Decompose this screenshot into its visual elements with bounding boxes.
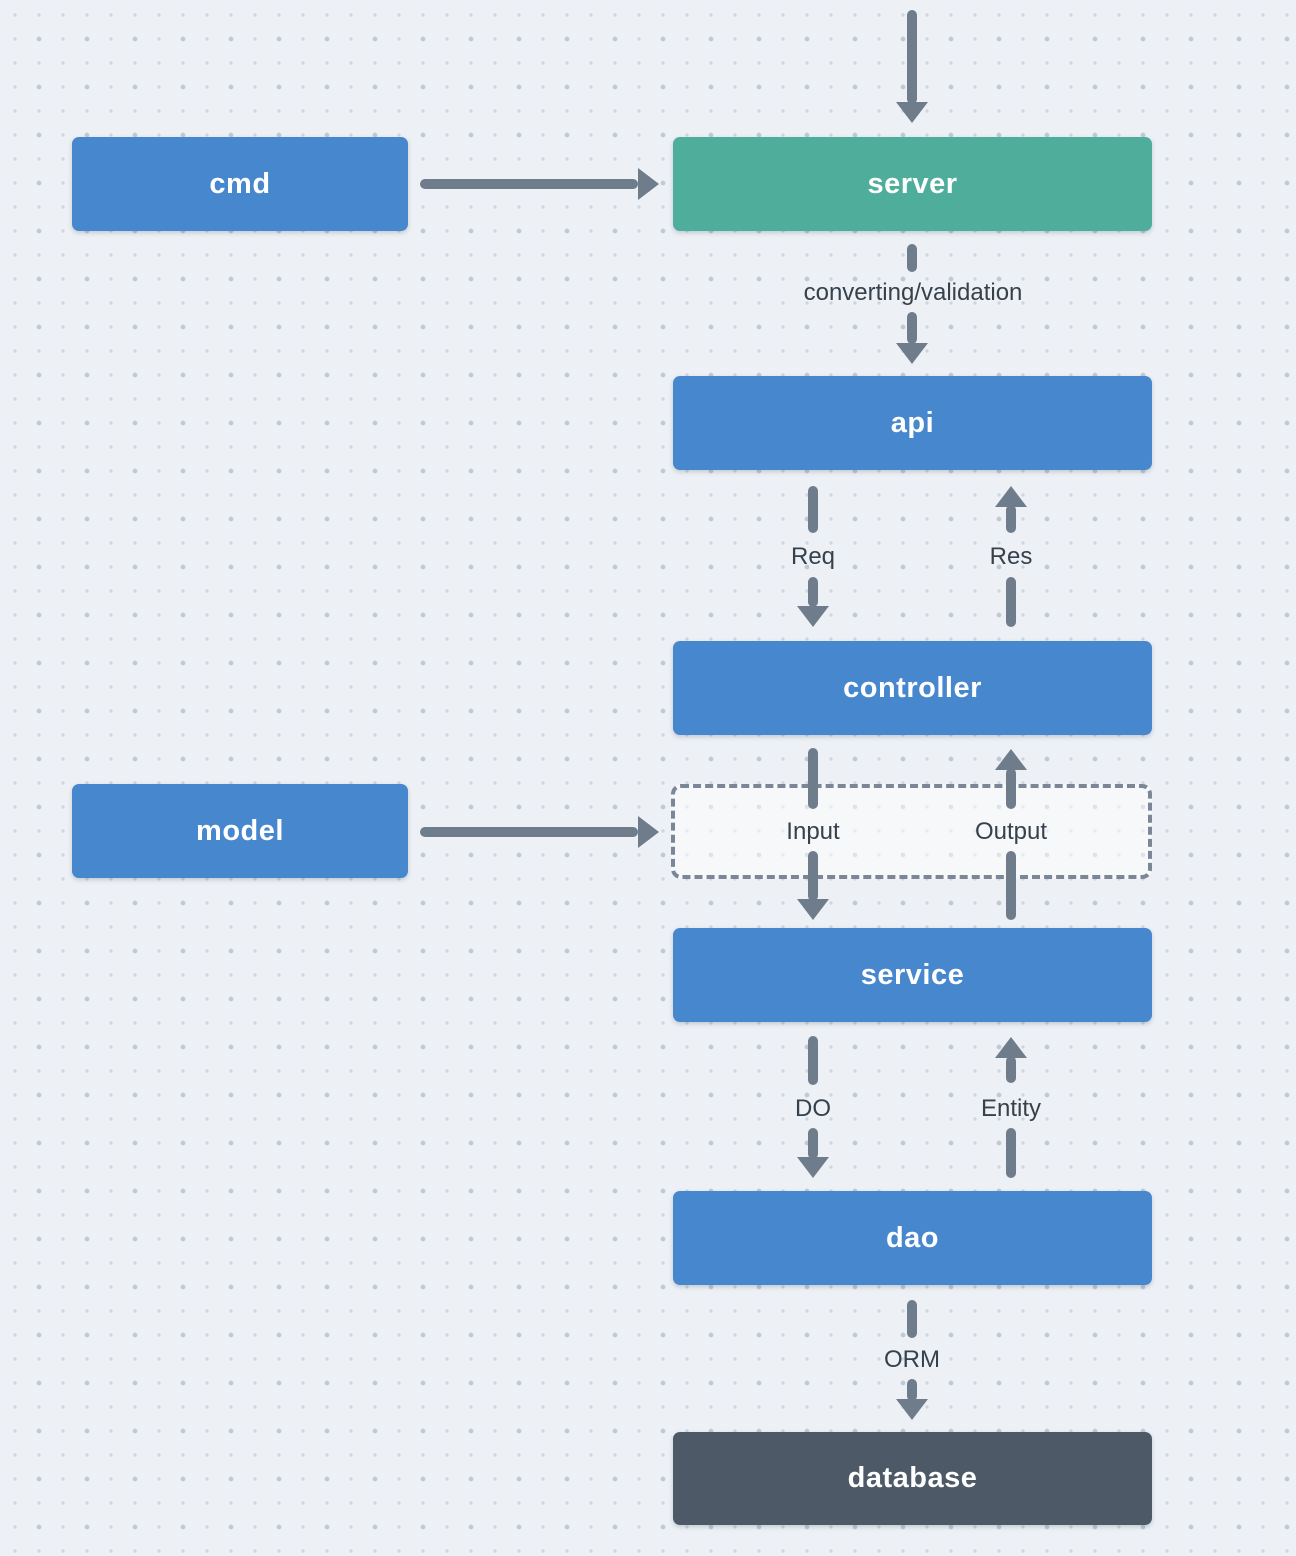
arrowhead-up-icon [995,1037,1027,1058]
arrowhead-down-icon [896,102,928,123]
edge-service-to-dao-stub [808,1036,818,1085]
edge-api-to-controller-stub [808,486,818,533]
edge-dao-to-database-line [907,1379,917,1401]
node-server-label: server [867,167,958,200]
node-service: service [673,928,1152,1022]
node-api: api [673,376,1152,470]
model-boundary-box [671,784,1152,879]
node-api-label: api [890,406,935,439]
arrowhead-up-icon [995,486,1027,507]
arrowhead-right-icon [638,816,659,848]
edge-server-to-api-line [907,312,917,344]
arrowhead-down-icon [896,343,928,364]
edge-label-converting-validation: converting/validation [803,279,1023,306]
edge-service-to-controller-line [1006,768,1016,809]
edge-controller-to-service-stub [808,748,818,809]
edge-label-do: DO [795,1095,831,1122]
node-cmd: cmd [72,137,408,231]
edge-model-to-boundary-line [420,827,638,837]
edge-server-to-api-stub [907,244,917,272]
edge-dao-to-database-stub [907,1300,917,1338]
edge-label-output: Output [974,818,1048,845]
edge-controller-to-service-line [808,851,818,901]
edge-cmd-to-server-line [420,179,638,189]
edge-service-to-dao-line [808,1128,818,1159]
edge-controller-to-api-line [1006,505,1016,533]
arrowhead-down-icon [896,1399,928,1420]
edge-label-entity: Entity [980,1095,1042,1122]
edge-dao-to-service-line [1006,1056,1016,1083]
node-controller: controller [673,641,1152,735]
node-dao-label: dao [885,1221,940,1254]
node-cmd-label: cmd [209,167,271,200]
edge-label-orm: ORM [884,1346,940,1373]
edge-label-req: Req [790,543,836,570]
edge-label-input: Input [786,818,840,845]
node-server: server [673,137,1152,231]
arrowhead-down-icon [797,1157,829,1178]
node-model-label: model [196,814,284,847]
edge-service-to-controller-stub [1006,851,1016,920]
edge-external-to-server-line [907,10,917,104]
arrowhead-up-icon [995,749,1027,770]
node-database-label: database [847,1462,978,1494]
arrowhead-right-icon [638,168,659,200]
node-model: model [72,784,408,878]
arrowhead-down-icon [797,606,829,627]
arrowhead-down-icon [797,899,829,920]
node-database: database [673,1432,1152,1525]
node-dao: dao [673,1191,1152,1285]
edge-dao-to-service-stub [1006,1128,1016,1178]
edge-label-res: Res [989,543,1033,570]
node-controller-label: controller [843,671,982,704]
node-service-label: service [860,958,965,991]
edge-controller-to-api-stub [1006,577,1016,627]
edge-api-to-controller-line [808,577,818,607]
